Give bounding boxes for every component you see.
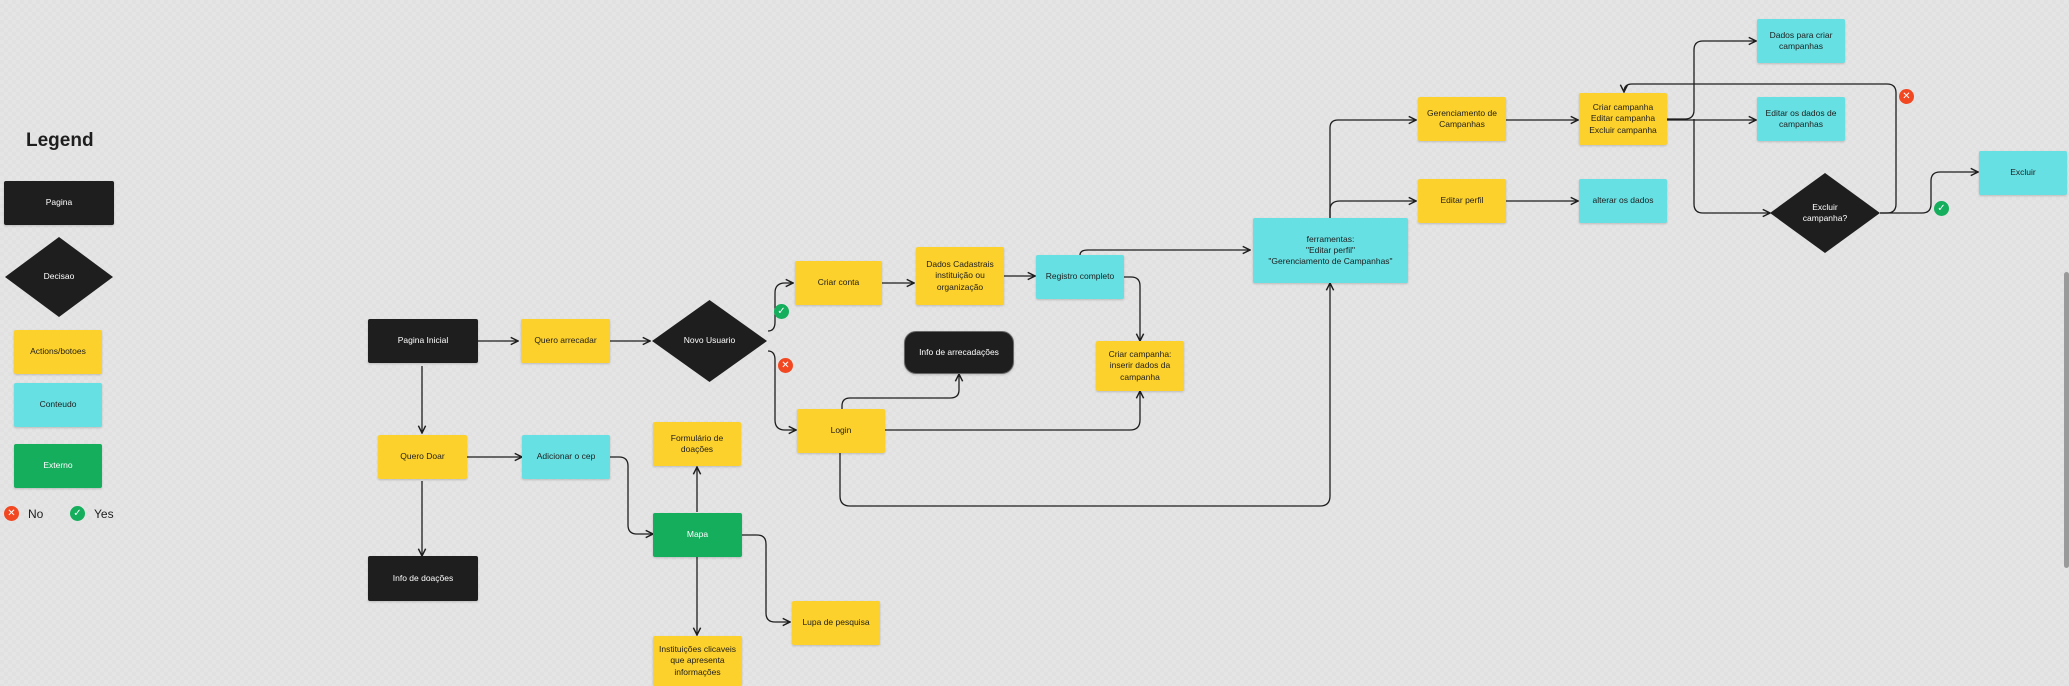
edge-registro-criarcamp bbox=[1124, 276, 1140, 341]
node-alterar-dados-label: alterar os dados bbox=[1592, 195, 1654, 206]
no-badge-novo-usuario: ✕ bbox=[778, 358, 793, 373]
vertical-scrollbar[interactable] bbox=[2064, 272, 2069, 568]
node-instituicoes[interactable]: Instituições clicaveis que apresenta inf… bbox=[653, 636, 742, 686]
node-criar-conta-label: Criar conta bbox=[817, 277, 860, 288]
node-ferramentas[interactable]: ferramentas: "Editar perfil" "Gerenciame… bbox=[1253, 218, 1408, 283]
node-registro-completo-label: Registro completo bbox=[1045, 271, 1115, 282]
legend-conteudo-label: Conteudo bbox=[39, 399, 77, 410]
yes-badge-novo-usuario: ✓ bbox=[774, 304, 789, 319]
node-adicionar-cep[interactable]: Adicionar o cep bbox=[522, 435, 610, 479]
node-excluir[interactable]: Excluir bbox=[1979, 151, 2067, 195]
edge-login-info bbox=[841, 374, 959, 409]
edge-cep-mapa bbox=[610, 456, 653, 534]
edge-excluir-loop bbox=[1624, 83, 1897, 214]
node-excluir-campanha-label: Excluir campanha? bbox=[1802, 201, 1848, 223]
edge-acoes-dadoscriar bbox=[1667, 41, 1756, 120]
legend-pagina: Pagina bbox=[4, 181, 114, 225]
node-formulario-doacoes[interactable]: Formulário de doações bbox=[653, 422, 741, 466]
legend-externo-label: Externo bbox=[43, 460, 73, 471]
yes-badge-excluir-campanha: ✓ bbox=[1934, 201, 1949, 216]
legend-pagina-label: Pagina bbox=[45, 197, 73, 208]
node-acoes-campanha[interactable]: Criar campanha Editar campanha Excluir c… bbox=[1579, 93, 1667, 145]
node-criar-conta[interactable]: Criar conta bbox=[795, 261, 882, 305]
node-dados-criar-label: Dados para criar campanhas bbox=[1769, 29, 1833, 51]
node-pagina-inicial-label: Pagina Inicial bbox=[397, 335, 449, 346]
edge-novo-criar bbox=[767, 283, 793, 332]
node-lupa-label: Lupa de pesquisa bbox=[802, 617, 870, 628]
node-pagina-inicial[interactable]: Pagina Inicial bbox=[368, 319, 478, 363]
node-criar-campanha[interactable]: Criar campanha: inserir dados da campanh… bbox=[1096, 341, 1184, 391]
edge-acoes-excluircamp bbox=[1693, 119, 1770, 213]
legend-externo: Externo bbox=[14, 444, 102, 488]
node-lupa-pesquisa[interactable]: Lupa de pesquisa bbox=[792, 601, 880, 645]
node-quero-arrecadar[interactable]: Quero arrecadar bbox=[521, 319, 610, 363]
node-login[interactable]: Login bbox=[797, 409, 885, 453]
node-excluir-campanha[interactable]: Excluir campanha? bbox=[1769, 172, 1881, 254]
edge-excluir-yes bbox=[1880, 172, 1978, 214]
node-quero-doar[interactable]: Quero Doar bbox=[378, 435, 467, 479]
legend-actions: Actions/botoes bbox=[14, 330, 102, 374]
node-formulario-label: Formulário de doações bbox=[670, 432, 724, 454]
node-criar-campanha-label: Criar campanha: inserir dados da campanh… bbox=[1108, 349, 1172, 382]
node-adicionar-cep-label: Adicionar o cep bbox=[536, 451, 596, 462]
legend-decisao: Decisao bbox=[4, 236, 114, 318]
node-gerenciamento-campanhas[interactable]: Gerenciamento de Campanhas bbox=[1418, 97, 1506, 141]
node-dados-cadastrais[interactable]: Dados Cadastrais instituição ou organiza… bbox=[916, 247, 1004, 305]
node-registro-completo[interactable]: Registro completo bbox=[1036, 255, 1124, 299]
edge-ferr-gerenciamento bbox=[1329, 120, 1416, 218]
node-ferramentas-label: ferramentas: "Editar perfil" "Gerenciame… bbox=[1268, 233, 1393, 267]
node-editar-perfil-label: Editar perfil bbox=[1440, 195, 1484, 206]
edge-mapa-lupa bbox=[742, 534, 790, 622]
node-login-label: Login bbox=[830, 425, 852, 436]
edge-ferr-editar bbox=[1329, 201, 1416, 218]
node-acoes-campanha-label: Criar campanha Editar campanha Excluir c… bbox=[1589, 102, 1657, 135]
legend-no-label: No bbox=[28, 507, 44, 521]
node-mapa-label: Mapa bbox=[686, 529, 709, 540]
node-gerenciamento-label: Gerenciamento de Campanhas bbox=[1427, 107, 1497, 129]
legend-yes-icon: ✓ bbox=[70, 506, 85, 521]
edge-login-ferramentas bbox=[839, 283, 1330, 507]
node-dados-cadastrais-label: Dados Cadastrais instituição ou organiza… bbox=[926, 259, 994, 292]
node-info-arrecadacoes-label: Info de arrecadações bbox=[919, 346, 999, 357]
node-info-arrecadacoes[interactable]: Info de arrecadações bbox=[904, 331, 1014, 374]
node-quero-doar-label: Quero Doar bbox=[400, 451, 445, 462]
node-mapa[interactable]: Mapa bbox=[653, 513, 742, 557]
legend-no-icon: ✕ bbox=[4, 506, 19, 521]
node-novo-usuario-label: Novo Usuario bbox=[683, 335, 736, 346]
legend-title: Legend bbox=[26, 130, 94, 151]
legend-yes-label: Yes bbox=[94, 507, 114, 521]
node-instituicoes-label: Instituições clicaveis que apresenta inf… bbox=[658, 644, 736, 677]
no-badge-excluir-campanha: ✕ bbox=[1899, 89, 1914, 104]
edge-novo-login bbox=[767, 350, 796, 430]
node-excluir-label: Excluir bbox=[2010, 167, 2036, 178]
node-novo-usuario[interactable]: Novo Usuario bbox=[651, 299, 768, 383]
node-dados-criar-campanhas[interactable]: Dados para criar campanhas bbox=[1757, 19, 1845, 63]
node-editar-dados-campanhas[interactable]: Editar os dados de campanhas bbox=[1757, 97, 1845, 141]
node-info-doacoes[interactable]: Info de doações bbox=[368, 556, 478, 601]
node-editar-perfil[interactable]: Editar perfil bbox=[1418, 179, 1506, 223]
node-alterar-dados[interactable]: alterar os dados bbox=[1579, 179, 1667, 223]
edge-registro-ferramentas bbox=[1079, 250, 1250, 256]
node-editar-dados-label: Editar os dados de campanhas bbox=[1765, 107, 1837, 129]
node-quero-arrecadar-label: Quero arrecadar bbox=[534, 335, 597, 346]
legend-actions-label: Actions/botoes bbox=[30, 346, 86, 357]
edge-login-criarcamp bbox=[885, 391, 1140, 431]
node-info-doacoes-label: Info de doações bbox=[392, 572, 454, 583]
legend-conteudo: Conteudo bbox=[14, 383, 102, 427]
legend-decisao-label: Decisao bbox=[43, 271, 75, 282]
